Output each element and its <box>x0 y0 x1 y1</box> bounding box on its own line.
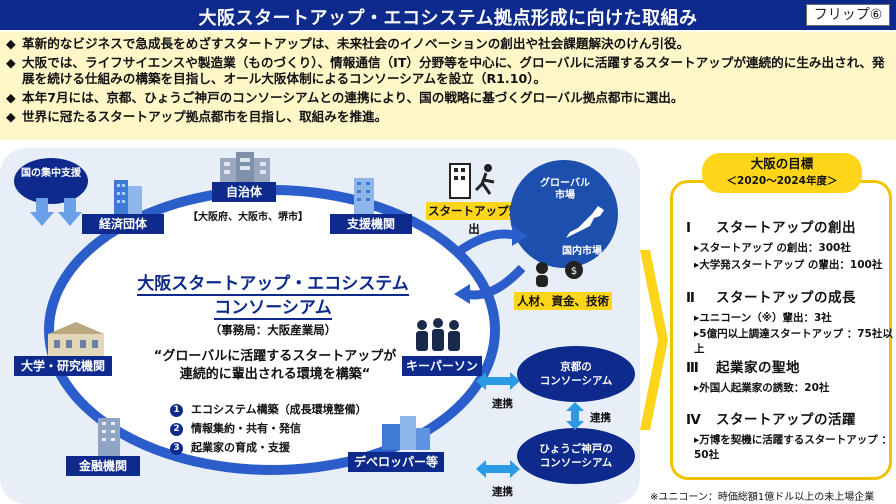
resources-tag: 人材、資金、技術 <box>514 292 612 310</box>
mission-line2: 連続的に輩出される環境を構築“ <box>179 367 371 382</box>
node-kinyu: 金融機関 <box>66 456 140 476</box>
goal-numeral: Ⅰ <box>686 220 692 236</box>
exchange-arrows-icon <box>454 226 528 304</box>
summary-panel: ◆ 革新的なビジネスで急成長をめざすスタートアップは、未来社会のイノベーションの創… <box>0 32 896 140</box>
goal-title-1: Ⅰ スタートアップの創出 <box>686 216 856 236</box>
goals-heading: 大阪の目標 <box>750 156 814 171</box>
goal-line: ▸ユニコーン（※）輩出：3社 <box>694 312 832 324</box>
diamond-icon: ◆ <box>6 55 16 70</box>
city-hall-icon <box>220 152 270 182</box>
node-shien: 支援機関 <box>330 214 412 234</box>
goals-period: ＜2020～2024年度＞ <box>726 175 838 187</box>
link-arrow-hyogo <box>476 460 520 478</box>
diamond-icon: ◆ <box>6 90 16 105</box>
pillar-item: 2 情報集約・共有・発信 <box>170 419 400 438</box>
hyogo-consortium: ひょうご神戸の コンソーシアム <box>517 428 635 484</box>
goal-line: ▸5億円以上調達スタートアップ ：75社以上 <box>694 328 893 355</box>
node-keizai: 経済団体 <box>82 214 164 234</box>
university-icon <box>48 322 104 358</box>
summary-bullet: ◆ 革新的なビジネスで急成長をめざすスタートアップは、未来社会のイノベーションの創… <box>6 36 890 52</box>
kyoto-consortium: 京都の コンソーシアム <box>517 346 635 402</box>
jichitai-sub: 【大阪府、大阪市、堺市】 <box>188 212 308 223</box>
goal-line: ▸万博を契機に活躍するスタートアップ ：50社 <box>694 434 892 461</box>
resources-icon: $ <box>536 261 583 287</box>
node-daigaku: 大学・研究機関 <box>14 356 112 376</box>
consortium-office: （事務局：大阪産業局） <box>209 323 337 337</box>
consortium-title-line2: コンソーシアム <box>214 298 332 320</box>
node-jichitai: 自治体 <box>212 182 276 202</box>
goal-numeral: Ⅳ <box>686 412 702 428</box>
svg-text:$: $ <box>571 266 577 277</box>
goal-title-text: 起業家の聖地 <box>716 360 800 376</box>
node-developer: デベロッパー等 <box>348 452 444 472</box>
office-building-icon <box>114 180 142 214</box>
summary-text: 本年7月には、京都、ひょうご神戸のコンソーシアムとの連携により、国の戦略に基づく… <box>22 90 684 105</box>
pillar-item: 3 起業家の育成・支援 <box>170 438 400 457</box>
global-market-label: グローバル市場 <box>540 178 590 201</box>
goal-title-text: スタートアップの成長 <box>716 290 856 306</box>
number-badge: 1 <box>170 404 183 417</box>
link-arrow-vertical <box>566 402 584 430</box>
diamond-icon: ◆ <box>6 36 16 51</box>
national-support-bubble: 国の集中支援 <box>14 158 88 204</box>
support-arrows-icon <box>30 198 82 226</box>
node-keyperson: キーパーソン <box>402 356 482 376</box>
goal-title-2: Ⅱ スタートアップの成長 <box>686 286 856 306</box>
chevron-right-icon <box>640 250 668 430</box>
goals-panel <box>670 180 892 480</box>
summary-text: 革新的なビジネスで急成長をめざすスタートアップは、未来社会のイノベーションの創出… <box>22 36 690 51</box>
bank-building-icon <box>98 418 120 456</box>
diamond-icon: ◆ <box>6 109 16 124</box>
summary-text: 大阪では、ライフサイエンスや製造業（ものづくり）、情報通信（IT）分野等を中心に… <box>22 55 885 86</box>
title-bar <box>0 0 896 30</box>
goal-title-4: Ⅳ スタートアップの活躍 <box>686 408 856 428</box>
startup-emerge-tag: スタートアップ輩出 <box>426 202 522 236</box>
page-title: 大阪スタートアップ・エコシステム拠点形成に向けた取組み <box>198 8 698 29</box>
pillar-list: 1 エコシステム構築（成長環境整備） 2 情報集約・共有・発信 3 起業家の育成・支援 <box>170 400 400 457</box>
goal-line: ▸外国人起業家の誘致：20社 <box>694 382 830 394</box>
keyperson-people-icon <box>416 318 460 351</box>
startup-runner-icon <box>449 163 495 199</box>
pillar-text: 起業家の育成・支援 <box>191 441 290 454</box>
mission-line1: “グローバルに活躍するスタートアップが <box>153 349 397 364</box>
summary-bullet: ◆ 本年7月には、京都、ひょうご神戸のコンソーシアムとの連携により、国の戦略に基づ… <box>6 90 890 106</box>
goal-title-text: スタートアップの創出 <box>716 220 856 236</box>
goal-line: ▸スタートアップ の創出：300社 <box>694 242 851 254</box>
link-arrow-kyoto <box>476 372 520 390</box>
renkei-label-kyoto: 連携 <box>492 398 513 410</box>
developer-building-icon <box>382 416 430 450</box>
goal-title-3: Ⅲ 起業家の聖地 <box>686 356 800 376</box>
renkei-label-hyogo: 連携 <box>492 486 513 498</box>
consortium-title: 大阪スタートアップ・エコシステム コンソーシアム <box>108 272 438 320</box>
tower-icon <box>354 178 374 216</box>
domestic-market-label: 国内市場 <box>562 246 602 257</box>
goal-numeral: Ⅲ <box>686 360 700 376</box>
goal-line: ▸大学発スタートアップ の輩出：100社 <box>694 259 883 271</box>
summary-bullet: ◆ 大阪では、ライフサイエンスや製造業（ものづくり）、情報通信（IT）分野等を中心… <box>6 55 890 87</box>
flip-badge: フリップ⑥ <box>806 4 890 26</box>
consortium-mission: “グローバルに活躍するスタートアップが 連続的に輩出される環境を構築“ <box>100 348 450 384</box>
summary-bullet: ◆ 世界に冠たるスタートアップ拠点都市を目指し、取組みを推進。 <box>6 109 890 125</box>
goal-numeral: Ⅱ <box>686 290 696 306</box>
japan-map-icon <box>566 206 604 238</box>
summary-text: 世界に冠たるスタートアップ拠点都市を目指し、取組みを推進。 <box>22 109 388 124</box>
number-badge: 2 <box>170 423 183 436</box>
renkei-label-vertical: 連携 <box>590 412 611 424</box>
pillar-item: 1 エコシステム構築（成長環境整備） <box>170 400 400 419</box>
pillar-text: 情報集約・共有・発信 <box>191 422 301 435</box>
consortium-title-line1: 大阪スタートアップ・エコシステム <box>137 274 409 296</box>
number-badge: 3 <box>170 442 183 455</box>
goals-header: 大阪の目標 ＜2020～2024年度＞ <box>702 153 862 193</box>
goal-title-text: スタートアップの活躍 <box>716 412 856 428</box>
pillar-text: エコシステム構築（成長環境整備） <box>191 403 367 416</box>
footnote: ※ユニコーン：時価総額1億ドル以上の未上場企業 <box>650 492 875 503</box>
